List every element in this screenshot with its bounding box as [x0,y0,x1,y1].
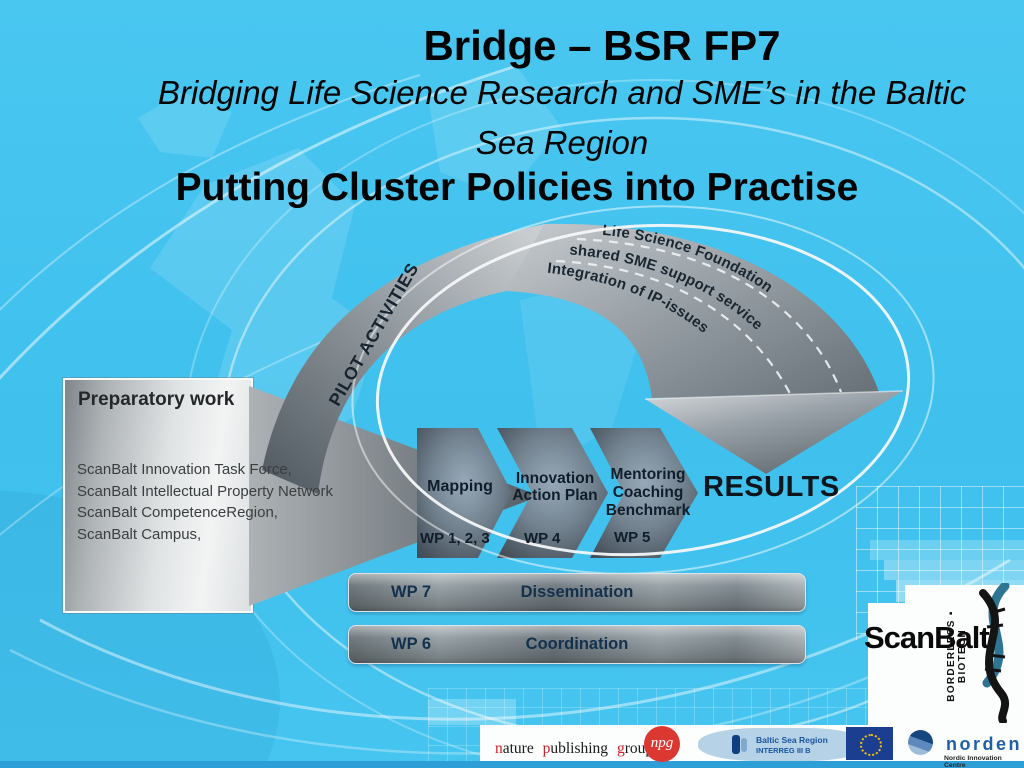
results-label: RESULTS [703,471,840,503]
preparatory-work-box [63,378,253,613]
chevron-innovation [497,428,608,558]
scanbalt-logo-text: ScanBalt [864,620,990,655]
slide-title: Bridge – BSR FP7 [423,22,781,69]
slide-subtitle-line1: Bridging Life Science Research and SME’s… [157,74,967,111]
interreg-figure-icon [741,738,747,752]
npg-word: publishing [542,740,609,757]
decor-arc [0,63,521,380]
chevron-label-mapping: Mapping [427,478,493,495]
eu-stars-icon [860,734,882,756]
bottom-edge-strip [0,761,1024,768]
preparatory-title: Preparatory work [78,389,235,410]
grid-patch [428,699,516,725]
list-item: ScanBalt Innovation Task Force, [77,461,292,478]
slide-subtitle-line2: Sea Region [475,124,649,161]
norden-icon [908,730,933,755]
coordination-label: Coordination [525,635,629,653]
wp-label-4: WP 4 [524,530,561,547]
scanbalt-tagline: BORDERLESS ▪ BIOTECH [946,610,968,702]
grid-band [870,540,1024,560]
wp6-bar: WP 6 Coordination [348,625,806,664]
wp6-label: WP 6 [391,635,432,653]
npg-word: nature [495,740,534,757]
wp-label-123: WP 1, 2, 3 [420,530,490,547]
ellipse-ring-inner [375,223,911,557]
bridge-arc-descending [506,223,881,398]
dna-helix-icon [979,583,1010,723]
map-silhouette [520,282,640,468]
preparatory-list: ScanBalt Innovation Task Force, ScanBalt… [77,459,333,545]
chevron-label-mentoring: Mentoring Coaching Benchmark [605,466,691,519]
interreg-region-text: Baltic Sea Region [756,735,828,745]
wp7-bar: WP 7 Dissemination [348,573,806,612]
eu-flag-icon [846,727,893,760]
dissemination-label: Dissemination [520,583,634,601]
arrowhead-highlight [644,390,904,400]
map-silhouette [138,92,232,158]
norden-subtitle: Nordic Innovation Centre [944,755,1002,768]
interreg-program-text: INTERREG III B [756,746,811,755]
chevron-mentoring [590,428,698,558]
map-silhouette [428,68,562,198]
lane-divider [576,237,843,393]
list-item: ScanBalt Intellectual Property Network [77,482,333,500]
results-arrowhead [645,391,903,474]
npg-badge-icon: npg [644,726,680,762]
interreg-logo: Baltic Sea Region INTERREG III B [698,728,866,761]
wp7-label: WP 7 [391,583,432,601]
lane-divider [555,259,799,409]
chevron-mapping [417,428,512,558]
interreg-figure-icon [732,735,740,754]
bridge-arc-ascending [262,224,545,494]
ellipse-ring-outer [351,205,935,575]
wp-label-5: WP 5 [614,529,651,546]
slide-headline2: Putting Cluster Policies into Practise [175,166,859,209]
norden-logo-text: norden [946,734,1022,754]
nature-publishing-group-logo: nature publishing group [495,740,658,758]
decor-arc [0,74,421,312]
list-item: ScanBalt Campus, [77,525,202,543]
chevron-label-innovation: Innovation Action Plan [512,470,598,504]
grid-band [884,560,1024,580]
list-item: ScanBalt CompetenceRegion, [77,504,278,521]
